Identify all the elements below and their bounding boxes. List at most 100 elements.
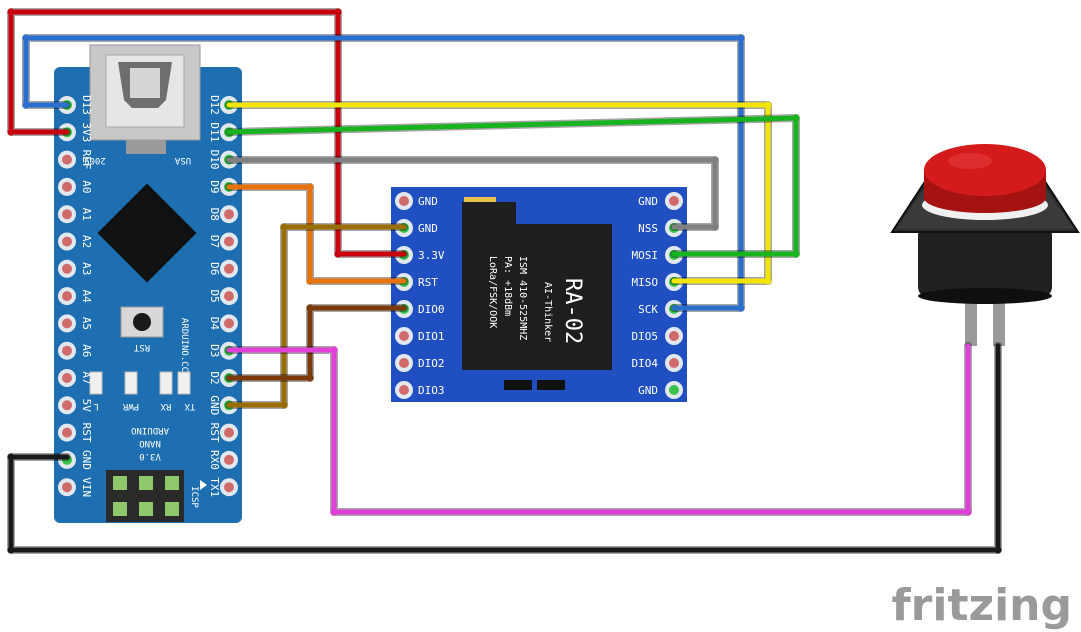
wire-bendpoint[interactable] — [964, 508, 972, 516]
wire-bendpoint[interactable] — [994, 546, 1002, 554]
ra02-pin-label-right: GND — [638, 195, 658, 208]
ra02-spec-1: ISM 410-525MHZ — [517, 256, 528, 340]
ra02-shield-can — [462, 202, 612, 370]
nano-pin-right-tx1[interactable] — [220, 478, 238, 497]
wire-bendpoint[interactable] — [306, 277, 314, 285]
wire-gnd-olive[interactable] — [226, 224, 407, 408]
nano-pin-left-a1[interactable] — [58, 205, 76, 224]
wire-bendpoint[interactable] — [334, 250, 342, 258]
ra02-pin-left-dio1[interactable] — [395, 327, 413, 345]
board-name-line3: V3.0 — [139, 451, 161, 461]
wire-bendpoint[interactable] — [764, 101, 772, 109]
wire-bendpoint[interactable] — [306, 374, 314, 382]
nano-pin-right-rst[interactable] — [220, 423, 238, 442]
nano-pin-label-right: D3 — [208, 344, 221, 357]
led-label-rx: RX — [160, 401, 171, 411]
nano-pin-label-left: A1 — [80, 208, 93, 221]
ra02-lora-module: RA-02 AI-Thinker ISM 410-525MHZ PA: +18d… — [391, 187, 687, 402]
ra02-pin-label-right: MISO — [632, 276, 659, 289]
ra02-pin-label-left: 3.3V — [418, 249, 445, 262]
wire-bendpoint[interactable] — [7, 453, 15, 461]
ra02-pin-right-gnd[interactable] — [665, 192, 683, 210]
ra02-pin-left-dio3[interactable] — [395, 381, 413, 399]
nano-pin-left-vin[interactable] — [58, 478, 76, 497]
wire-d11-mosi-green[interactable] — [226, 115, 799, 257]
status-leds — [89, 371, 191, 395]
ra02-pin-left-gnd[interactable] — [395, 192, 413, 210]
wire-bendpoint[interactable] — [7, 546, 15, 554]
nano-pin-right-d7[interactable] — [220, 232, 238, 251]
nano-pin-left-a2[interactable] — [58, 232, 76, 251]
wire-d2-dio0-brown[interactable] — [226, 305, 407, 381]
nano-pin-left-a6[interactable] — [58, 341, 76, 360]
wire-bendpoint[interactable] — [792, 114, 800, 122]
rst-button-label: RST — [133, 342, 150, 352]
wire-bendpoint[interactable] — [711, 223, 719, 231]
nano-pin-label-left: 3V3 — [80, 122, 93, 142]
nano-pin-right-rx0[interactable] — [220, 450, 238, 469]
nano-pin-label-right: D7 — [208, 235, 221, 248]
wire-3v3-red[interactable] — [8, 9, 407, 257]
led-label-tx: TX — [184, 401, 195, 411]
wire-bendpoint[interactable] — [330, 346, 338, 354]
nano-pin-label-right: GND — [208, 395, 221, 415]
push-button-cap[interactable] — [924, 144, 1046, 196]
wire-bendpoint[interactable] — [306, 183, 314, 191]
nano-pin-label-left: RST — [80, 423, 93, 443]
ra02-spec-3: LoRa/FSK/OOK — [487, 256, 498, 328]
wire-bendpoint[interactable] — [330, 508, 338, 516]
wire-bendpoint[interactable] — [737, 304, 745, 312]
brand-label: ARDUINO.CC — [179, 318, 189, 372]
arduino-nano-board: 2009 USA RST ARDUINO.CC L PWR RX TX ARDU… — [54, 44, 242, 523]
ra02-pin-right-gnd[interactable] — [665, 381, 683, 399]
wire-d12-miso-yellow[interactable] — [226, 102, 771, 284]
wire-bendpoint[interactable] — [22, 34, 30, 42]
nano-pin-left-5v[interactable] — [58, 396, 76, 415]
wire-bendpoint[interactable] — [7, 8, 15, 16]
wire-d13-sck-blue[interactable] — [23, 35, 744, 311]
wire-bendpoint[interactable] — [280, 223, 288, 231]
wire-bendpoint[interactable] — [764, 277, 772, 285]
usb-connector — [89, 44, 201, 154]
wire-bendpoint[interactable] — [792, 250, 800, 258]
wire-bendpoint[interactable] — [22, 101, 30, 109]
wire-bendpoint[interactable] — [711, 156, 719, 164]
wire-bendpoint[interactable] — [737, 34, 745, 42]
nano-pin-label-left: A6 — [80, 344, 93, 357]
nano-pin-left-ref[interactable] — [58, 150, 76, 169]
reset-button[interactable] — [120, 306, 164, 338]
nano-pin-left-a5[interactable] — [58, 314, 76, 333]
ra02-pin-label-right: DIO5 — [632, 330, 659, 343]
nano-pin-left-a4[interactable] — [58, 287, 76, 306]
ra02-pin-label-right: MOSI — [632, 249, 659, 262]
usb-label: USA — [174, 155, 191, 165]
nano-pin-label-left: D13 — [80, 95, 93, 115]
nano-pin-left-a0[interactable] — [58, 177, 76, 196]
nano-pin-label-left: A7 — [80, 371, 93, 384]
wire-d10-nss-gray[interactable] — [226, 157, 718, 230]
nano-pin-label-left: A0 — [80, 180, 93, 193]
ra02-pin-right-dio4[interactable] — [665, 354, 683, 372]
usb-year-label: 2009 — [84, 155, 106, 165]
wire-d9-rst-orange[interactable] — [226, 184, 407, 284]
nano-pin-right-d8[interactable] — [220, 205, 238, 224]
wire-bendpoint[interactable] — [334, 8, 342, 16]
nano-pin-right-d5[interactable] — [220, 287, 238, 306]
ra02-pin-right-dio5[interactable] — [665, 327, 683, 345]
ra02-pin-left-dio2[interactable] — [395, 354, 413, 372]
wire-bendpoint[interactable] — [280, 401, 288, 409]
led-label-l: L — [93, 401, 98, 411]
wire-bendpoint[interactable] — [306, 304, 314, 312]
nano-pin-left-a7[interactable] — [58, 369, 76, 387]
nano-pin-label-right: D2 — [208, 371, 221, 384]
nano-pin-right-d6[interactable] — [220, 259, 238, 278]
nano-pin-label-right: D12 — [208, 95, 221, 115]
nano-pin-left-a3[interactable] — [58, 259, 76, 278]
nano-pin-right-d4[interactable] — [220, 314, 238, 333]
wire-bendpoint[interactable] — [7, 128, 15, 136]
nano-pin-label-right: D8 — [208, 208, 221, 221]
wires — [7, 8, 1002, 554]
nano-pin-left-rst[interactable] — [58, 423, 76, 442]
push-button[interactable] — [890, 144, 1080, 346]
